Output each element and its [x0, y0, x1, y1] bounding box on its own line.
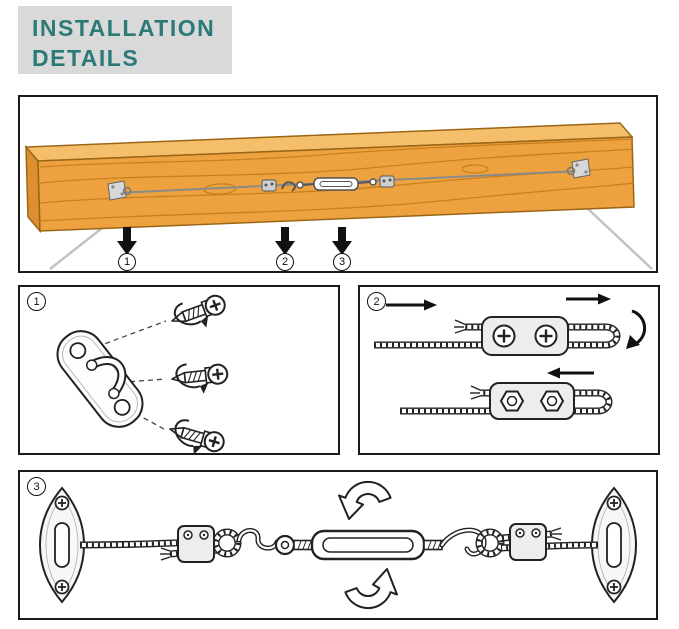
- plate-screw-hole-bottom: [113, 398, 131, 416]
- rope-frayed-end: [454, 319, 465, 334]
- duplex-clamp-top: [481, 316, 569, 356]
- rope-clamp-mini-left: [261, 179, 277, 192]
- detail-panel-pad-eye: 1: [18, 285, 340, 455]
- s-hook-mini: [281, 181, 296, 192]
- screw-icon-2: [169, 359, 231, 399]
- rope-clamp-mini-right: [379, 175, 395, 188]
- diamond-plate-right: [590, 486, 638, 604]
- full-assembly-illustration: [38, 480, 638, 610]
- anchor-cable-lines: [49, 206, 653, 270]
- panel-badge-2: 2: [367, 292, 386, 311]
- wood-beam: [24, 122, 635, 234]
- s-hook-icon: [236, 528, 280, 551]
- rope-clamp-left: [177, 525, 215, 563]
- down-arrow-icon-1: [117, 227, 137, 255]
- beam-overview-illustration: [24, 122, 653, 270]
- rope-bottom: [400, 385, 613, 415]
- rotation-arrow-icon-top: [338, 480, 392, 520]
- down-arrow-icon-3: [332, 227, 352, 255]
- left-arrow-icon: [547, 367, 594, 379]
- curved-wrap-arrow-icon: [626, 309, 647, 349]
- panel-badge-1: 1: [27, 292, 46, 311]
- step-number-2: 2: [276, 253, 294, 271]
- panel-badge-3: 3: [27, 477, 46, 496]
- down-arrow-icon-2: [275, 227, 295, 255]
- step-number-3: 3: [333, 253, 351, 271]
- title-block: INSTALLATION DETAILS: [18, 6, 232, 74]
- diamond-plate-left: [38, 486, 86, 604]
- rope-clamp-threading-illustration: [374, 293, 647, 420]
- turnbuckle: [274, 527, 487, 561]
- right-arrow-icon: [566, 293, 611, 305]
- detail-panel-full-assembly: 3: [18, 470, 658, 620]
- detail-panel-rope-clamps: 2: [358, 285, 660, 455]
- rope-top: [374, 319, 621, 349]
- rope-frayed-end: [160, 547, 171, 561]
- pad-eye-left-icon: [107, 180, 132, 201]
- pad-eye-right-icon: [566, 158, 591, 179]
- step-pointer-arrows: [117, 227, 352, 255]
- plate-slot: [606, 522, 622, 568]
- right-arrow-icon: [386, 299, 437, 311]
- step-number-1: 1: [118, 253, 136, 271]
- page-title-line-1: INSTALLATION: [32, 15, 216, 41]
- screw-icon-1: [166, 288, 232, 340]
- overview-panel: 1 2 3: [18, 95, 658, 273]
- plate-screw-hole-top: [69, 342, 87, 360]
- duplex-clamp-bottom: [489, 382, 575, 420]
- rotation-arrow-icon-bottom: [344, 568, 398, 610]
- turnbuckle-mini: [296, 177, 377, 191]
- page-title-line-2: DETAILS: [32, 45, 140, 72]
- screw-icon-3: [163, 415, 229, 453]
- pad-eye-installation-illustration: [56, 288, 232, 453]
- center-hardware: [261, 175, 395, 192]
- rope-frayed-end: [470, 385, 481, 400]
- rope-clamp-right: [509, 523, 547, 561]
- threading-direction-arrows: [386, 293, 647, 379]
- pad-eye-plate: [56, 330, 144, 428]
- plate-slot: [54, 522, 70, 568]
- rope-frayed-end: [551, 527, 562, 541]
